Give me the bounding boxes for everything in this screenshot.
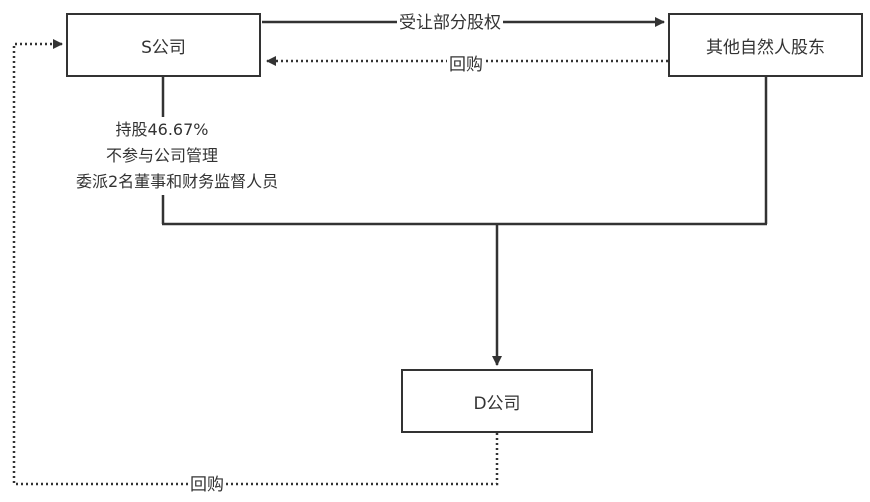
- buyback-arrow-bottom: [12, 39, 499, 486]
- buyback-top-label: 回购: [447, 55, 485, 75]
- d-company-node: D公司: [401, 369, 593, 433]
- shareholding-note: 持股46.67% 不参与公司管理 委派2名董事和财务监督人员: [76, 117, 279, 195]
- board-appointment-note: 委派2名董事和财务监督人员: [76, 172, 279, 191]
- shareholding-percent: 持股46.67%: [115, 120, 209, 139]
- transfer-equity-label: 受让部分股权: [397, 13, 503, 33]
- d-company-label: D公司: [473, 393, 521, 414]
- s-company-node: S公司: [66, 13, 261, 77]
- buyback-bottom-label: 回购: [188, 475, 226, 495]
- other-shareholders-label: 其他自然人股东: [706, 37, 825, 58]
- other-shareholders-node: 其他自然人股东: [668, 13, 863, 77]
- no-management-note: 不参与公司管理: [105, 146, 218, 165]
- s-company-label: S公司: [141, 37, 186, 58]
